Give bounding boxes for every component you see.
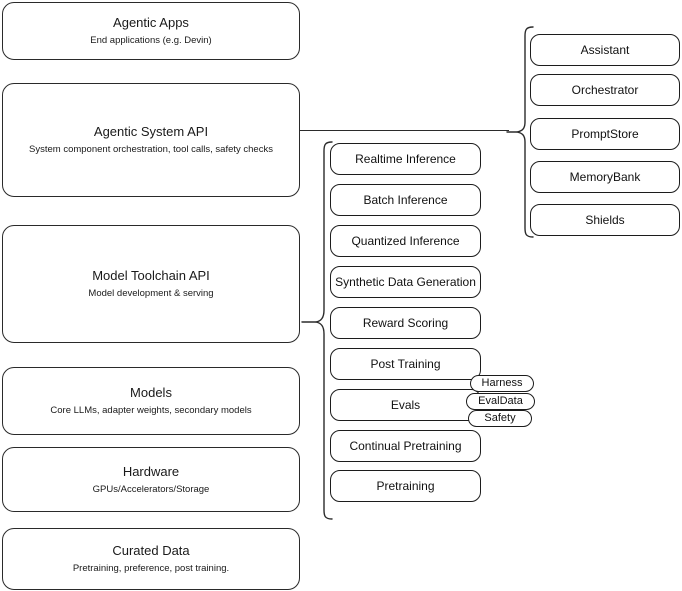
component-label: Pretraining xyxy=(376,478,435,493)
brace-toolchain xyxy=(301,141,333,520)
layer-subtitle: Model development & serving xyxy=(88,288,214,299)
component-box-continual-pretraining[interactable]: Continual Pretraining xyxy=(330,430,481,462)
layer-title: Models xyxy=(130,385,172,400)
layer-title: Agentic Apps xyxy=(113,15,189,30)
layer-subtitle: Pretraining, preference, post training. xyxy=(72,563,230,574)
component-box-realtime-inference[interactable]: Realtime Inference xyxy=(330,143,481,175)
component-box-batch-inference[interactable]: Batch Inference xyxy=(330,184,481,216)
component-box-memorybank[interactable]: MemoryBank xyxy=(530,161,680,193)
layer-title: Agentic System API xyxy=(93,124,209,139)
component-label: Reward Scoring xyxy=(362,315,449,330)
component-box-pretraining[interactable]: Pretraining xyxy=(330,470,481,502)
component-box-promptstore[interactable]: PromptStore xyxy=(530,118,680,150)
layer-box-hardware[interactable]: Hardware GPUs/Accelerators/Storage xyxy=(2,447,300,512)
layer-box-models[interactable]: Models Core LLMs, adapter weights, secon… xyxy=(2,367,300,435)
component-label: Post Training xyxy=(370,356,441,371)
layer-box-agentic-system-api[interactable]: Agentic System API System component orch… xyxy=(2,83,300,197)
layer-box-curated-data[interactable]: Curated Data Pretraining, preference, po… xyxy=(2,528,300,590)
component-box-quantized-inference[interactable]: Quantized Inference xyxy=(330,225,481,257)
evals-tag-safety[interactable]: Safety xyxy=(468,410,532,427)
evals-tag-label: EvalData xyxy=(478,395,523,407)
component-label: PromptStore xyxy=(571,126,639,141)
component-label: Synthetic Data Generation xyxy=(335,274,476,289)
component-label: Assistant xyxy=(580,42,630,57)
component-box-post-training[interactable]: Post Training xyxy=(330,348,481,380)
evals-tag-evaldata[interactable]: EvalData xyxy=(466,393,535,410)
layer-title: Model Toolchain API xyxy=(92,268,210,283)
component-label: Continual Pretraining xyxy=(349,438,462,453)
evals-tag-label: Harness xyxy=(481,377,523,389)
component-label: Evals xyxy=(390,397,421,412)
layer-title: Curated Data xyxy=(112,543,190,558)
component-box-reward-scoring[interactable]: Reward Scoring xyxy=(330,307,481,339)
layer-title: Hardware xyxy=(122,463,180,479)
brace-agentic-system xyxy=(506,26,534,238)
layer-subtitle: GPUs/Accelerators/Storage xyxy=(92,483,210,495)
evals-tag-harness[interactable]: Harness xyxy=(470,375,534,392)
layer-box-agentic-apps[interactable]: Agentic Apps End applications (e.g. Devi… xyxy=(2,2,300,60)
component-label: MemoryBank xyxy=(569,169,641,184)
layer-subtitle: System component orchestration, tool cal… xyxy=(29,144,273,155)
component-label: Quantized Inference xyxy=(351,233,460,248)
component-label: Realtime Inference xyxy=(355,151,456,166)
layer-subtitle: End applications (e.g. Devin) xyxy=(90,35,212,46)
component-box-orchestrator[interactable]: Orchestrator xyxy=(530,74,680,106)
component-label: Shields xyxy=(585,212,625,227)
component-label: Batch Inference xyxy=(363,192,448,207)
component-label: Orchestrator xyxy=(571,82,639,97)
component-box-assistant[interactable]: Assistant xyxy=(530,34,680,66)
connector-line-agentic-system xyxy=(300,130,509,132)
evals-tag-label: Safety xyxy=(484,412,516,424)
component-box-shields[interactable]: Shields xyxy=(530,204,680,236)
component-box-evals[interactable]: Evals xyxy=(330,389,481,421)
layer-subtitle: Core LLMs, adapter weights, secondary mo… xyxy=(50,405,252,416)
component-box-synthetic-data-generation[interactable]: Synthetic Data Generation xyxy=(330,266,481,298)
layer-box-model-toolchain-api[interactable]: Model Toolchain API Model development & … xyxy=(2,225,300,343)
